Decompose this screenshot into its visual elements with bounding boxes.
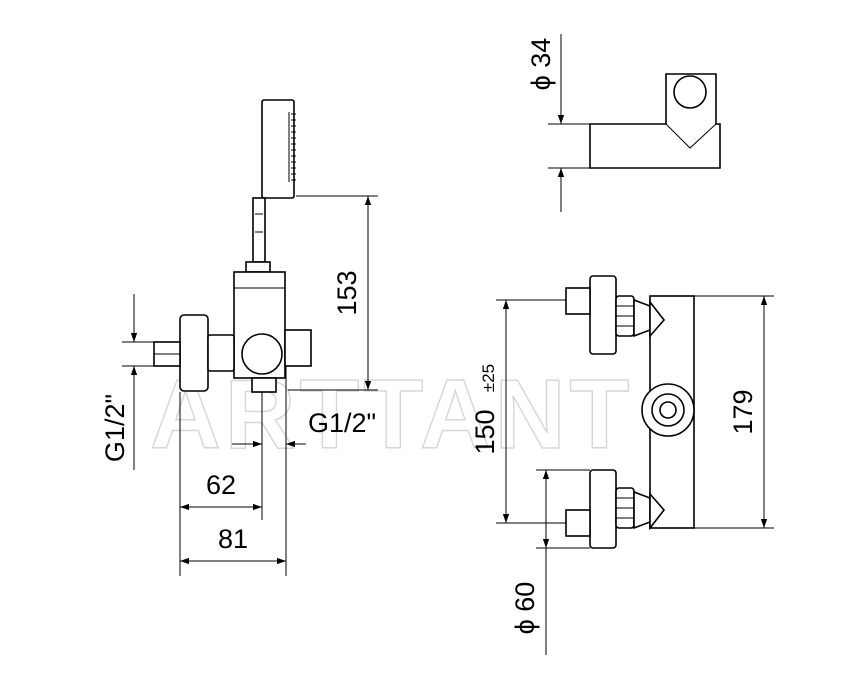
- dim-thread-outlet: G1/2": [308, 408, 376, 438]
- dim-thread-inlet: G1/2": [100, 394, 130, 462]
- dim-153: 153: [332, 270, 362, 315]
- hand-shower-handle: [261, 99, 295, 199]
- dim-62: 62: [206, 470, 236, 500]
- dim-150: 150: [470, 409, 500, 454]
- dim-holder-diameter: ϕ 34: [526, 38, 556, 91]
- dim-escutcheon-diameter: ϕ 60: [510, 582, 540, 635]
- dim-179: 179: [728, 389, 758, 434]
- top-escutcheon: [589, 275, 617, 355]
- dim-tolerance: ±25: [479, 364, 498, 392]
- holder-view: ϕ 34: [526, 34, 721, 212]
- front-view: 150 ±25 179 ϕ 60: [470, 275, 774, 655]
- dim-81: 81: [218, 524, 248, 554]
- selector-knob: [241, 333, 283, 375]
- hose-connector: [252, 197, 266, 263]
- side-view: 153 G1/2" G1/2" 62 81: [100, 99, 378, 576]
- watermark: ARTTANT: [150, 359, 633, 469]
- holder-ring: [673, 75, 707, 109]
- spray-nozzles: [291, 113, 296, 181]
- wall-escutcheon: [179, 314, 209, 392]
- bottom-escutcheon: [589, 469, 617, 549]
